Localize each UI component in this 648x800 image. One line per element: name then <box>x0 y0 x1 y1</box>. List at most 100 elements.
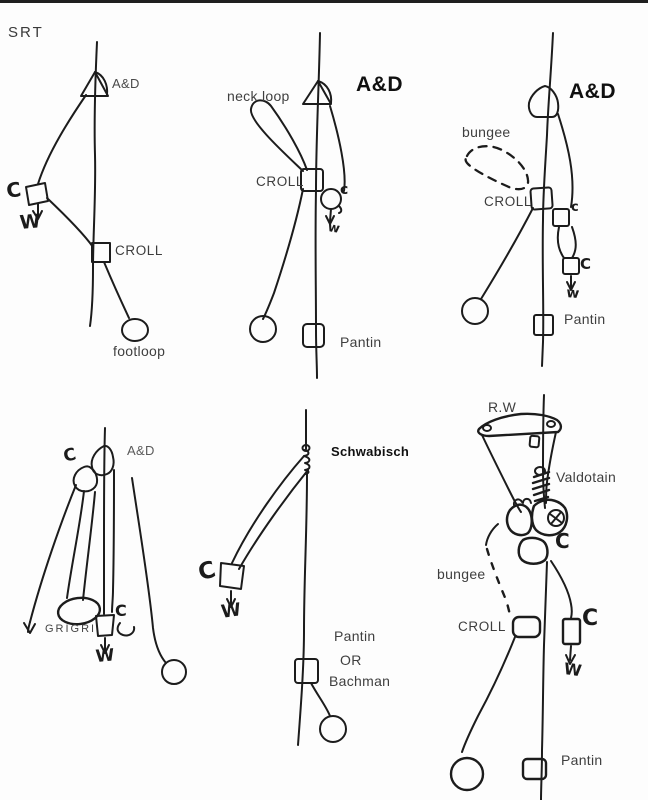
carabiner-blob <box>74 466 97 491</box>
weight-letter: w <box>565 285 581 303</box>
scan-edge-line <box>0 0 648 3</box>
pantin-label: Pantin <box>340 334 382 350</box>
weight-letter: W <box>562 659 584 681</box>
weight-letter: W <box>94 645 116 667</box>
rope-line <box>104 428 105 614</box>
pulley-spokes <box>550 512 562 524</box>
footloop-circle <box>250 316 276 342</box>
bungee-label: bungee <box>437 566 486 582</box>
down-arrow-head <box>227 599 235 607</box>
connector-letter: C <box>582 606 599 631</box>
rw-bar-hole-right <box>547 421 555 427</box>
pantin-label: Pantin <box>564 311 606 327</box>
left-leg-line <box>30 485 76 622</box>
blob-bumps <box>514 499 531 505</box>
leg-line-3 <box>83 492 95 600</box>
pantin-box <box>534 315 553 335</box>
neck-loop-label: neck loop <box>227 88 290 104</box>
panel-frog-basic <box>26 42 148 341</box>
ascender-triangle <box>81 72 108 96</box>
connector-letter: c <box>340 182 349 198</box>
weight-letter: W <box>219 599 243 623</box>
tether-line <box>330 106 345 191</box>
ascender-arc <box>95 72 107 95</box>
hook-blob <box>118 623 135 635</box>
tether-line <box>551 561 572 618</box>
connector-letter: C <box>115 601 128 620</box>
rope-line-lower <box>298 474 307 745</box>
footloop-circle <box>122 319 148 341</box>
grigri-ellipse <box>57 596 102 627</box>
hitch-loop <box>303 445 310 451</box>
pantin-box <box>303 324 324 347</box>
page-title: SRT <box>8 24 44 41</box>
rw-bar-tab <box>529 436 539 448</box>
footloop-label: footloop <box>113 343 166 359</box>
croll-label: CROLL <box>115 243 164 258</box>
pantin-label: Pantin <box>334 628 376 644</box>
footloop-line <box>311 683 330 716</box>
valdotain-scribble <box>533 472 549 501</box>
rope-line-lower <box>541 562 547 800</box>
weight-letter: w <box>326 220 342 237</box>
schwabisch-label: Schwabisch <box>331 444 410 459</box>
down-arrow-head <box>326 216 334 224</box>
or-label: OR <box>340 652 362 668</box>
rw-label: R.W <box>488 399 517 415</box>
footloop-line <box>132 478 166 663</box>
pantin-box <box>523 759 546 779</box>
pulley-circle <box>548 510 564 526</box>
bar-line-right <box>546 432 556 503</box>
right-strand <box>112 470 114 612</box>
bungee-dashed-line <box>487 549 510 615</box>
grigri-label: GRIGRI <box>45 623 97 635</box>
footloop-line <box>104 262 129 318</box>
carabiner-box-lower <box>563 258 579 274</box>
tether-line <box>38 95 86 184</box>
rope-line <box>542 33 553 366</box>
down-arrow-head <box>101 645 109 653</box>
croll-box <box>301 169 323 191</box>
carabiner-box <box>220 563 244 589</box>
aed-label: A&D <box>112 76 140 91</box>
down-arrow <box>330 209 331 221</box>
croll-box <box>92 243 110 262</box>
down-arrow <box>570 646 571 660</box>
weight-letter: W <box>18 210 42 234</box>
sling-line-2 <box>239 470 308 569</box>
link-curve <box>47 198 93 247</box>
loop-right <box>572 227 576 258</box>
down-arrow-head <box>566 655 575 664</box>
leg-line-2 <box>67 491 84 598</box>
pantin-label: Pantin <box>561 752 603 768</box>
footloop-circle <box>320 716 346 742</box>
ascender-blob-left <box>507 505 532 535</box>
ascender-shape <box>529 86 558 117</box>
footloop-line <box>263 189 303 319</box>
croll-label: CROLL <box>484 194 533 209</box>
footloop-line <box>462 637 515 752</box>
croll-box <box>530 187 552 209</box>
connector-letter: C <box>555 529 570 553</box>
panel-frog-bungee <box>462 33 579 366</box>
connector-letter: C <box>4 176 23 203</box>
footloop-line <box>481 208 533 299</box>
panel-grigri-system <box>24 428 186 684</box>
down-arrow-head <box>24 623 35 633</box>
neck-loop-outline <box>251 100 307 171</box>
rw-bar <box>478 414 561 436</box>
loop-left <box>558 227 564 258</box>
rw-bar-hole-left <box>483 425 491 431</box>
bungee-solid-start <box>486 524 498 545</box>
pantin-box <box>295 659 318 683</box>
croll-label: CROLL <box>458 619 507 634</box>
aed-label: A&D <box>127 443 155 458</box>
carabiner-box-upper <box>553 209 569 226</box>
rope-line <box>90 42 97 326</box>
ascender-arc <box>318 81 331 103</box>
connector-letter: c <box>571 200 580 215</box>
croll-label: CROLL <box>256 174 305 189</box>
ascender-triangle <box>303 81 331 104</box>
